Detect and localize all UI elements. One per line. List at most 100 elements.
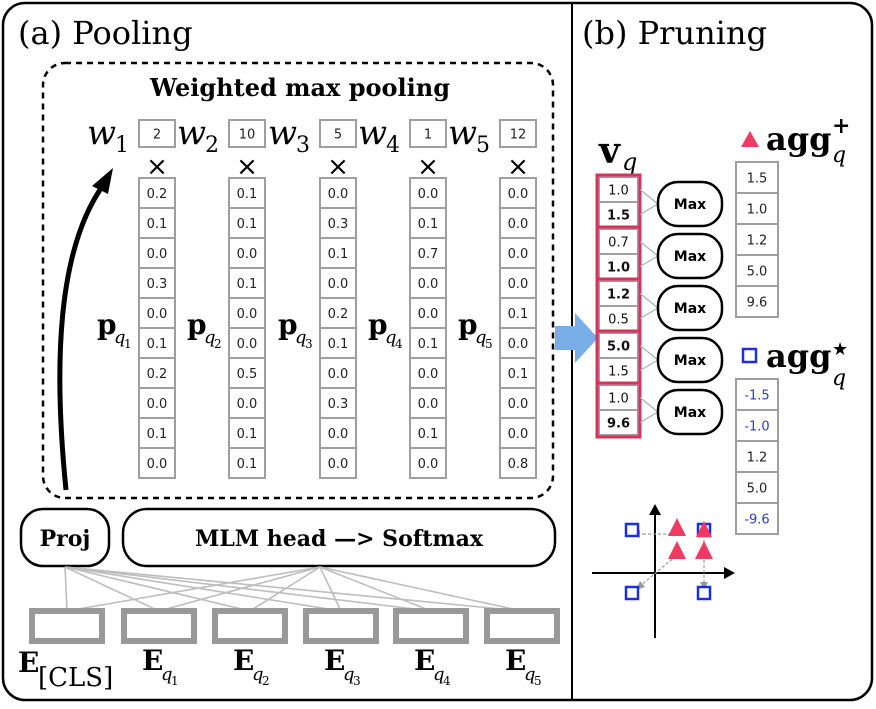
vq-cell-frame — [598, 384, 639, 411]
weight-box-3-value: 5 — [334, 128, 342, 143]
vq-cell-value: 0.5 — [608, 313, 629, 328]
embedding-box — [212, 608, 288, 644]
weight-subscript: 1 — [115, 133, 129, 158]
token-column-5: 0.00.00.00.00.10.00.10.00.00.8 — [499, 177, 537, 479]
embedding-subsubscript: 4 — [443, 674, 451, 688]
embedding-subscript: q — [433, 664, 445, 685]
prob-cell: 0.0 — [228, 327, 266, 359]
weight-symbol: w — [268, 113, 297, 153]
weight-box-5: 12 — [499, 119, 537, 148]
weight-label-5: w5 — [448, 113, 490, 158]
agg-plus-cell: 1.0 — [735, 192, 779, 225]
prob-cell: 0.1 — [138, 327, 176, 359]
prob-cell-value: 0.1 — [328, 247, 349, 262]
prob-cell-value: 0.0 — [508, 397, 529, 412]
token-column-1: 0.20.10.00.30.00.10.20.00.10.0 — [138, 177, 176, 479]
weight-label-3: w3 — [268, 113, 310, 158]
embedding-3: Eq3 — [303, 608, 379, 688]
prob-cell: 0.0 — [319, 447, 357, 479]
prob-cell-frame — [138, 447, 176, 479]
prob-cell: 0.0 — [499, 177, 537, 209]
agg-plus-cell: 1.2 — [735, 223, 779, 256]
prob-cell-frame — [499, 267, 537, 299]
embedding-subscript: q — [252, 664, 264, 685]
p-label-5: pq5 — [458, 308, 493, 351]
prob-cell-frame — [228, 237, 266, 269]
agg-plus-cell: 1.5 — [735, 161, 779, 194]
embedding-box — [121, 608, 197, 644]
mlm-link — [319, 566, 523, 612]
agg-plus-cell-frame — [735, 192, 779, 225]
vq-cell-value: 1.5 — [608, 365, 629, 380]
prob-cell: 0.1 — [228, 267, 266, 299]
embedding-subsubscript: 1 — [171, 674, 179, 688]
weighted-max-pooling-box — [41, 61, 555, 500]
prob-cell-frame — [499, 387, 537, 419]
vq-group-1: 1.01.5 — [595, 173, 642, 231]
square-marker-icon — [624, 585, 640, 601]
prob-cell-frame — [138, 297, 176, 329]
weight-box-2-frame — [228, 119, 266, 148]
prob-cell-frame — [499, 207, 537, 239]
max-label: Max — [674, 301, 706, 317]
prob-cell-value: 0.0 — [418, 307, 439, 322]
proj-to-weights-arrow — [57, 182, 107, 491]
prob-cell-value: 0.1 — [418, 427, 439, 442]
prob-cell-value: 0.3 — [328, 217, 349, 232]
prob-cell-value: 0.1 — [237, 427, 258, 442]
prob-cell: 0.1 — [228, 177, 266, 209]
prob-cell-value: 0.0 — [147, 247, 168, 262]
prob-cell-value: 0.3 — [147, 277, 168, 292]
max-node-2: Max — [639, 232, 724, 280]
proj-link — [64, 566, 160, 612]
plot-y-arrow-icon — [649, 504, 661, 515]
prob-cell-value: 0.2 — [147, 367, 168, 382]
agg-star-cell: 1.2 — [735, 440, 779, 473]
vq-group-highlight — [595, 381, 642, 439]
p-subsubscript: 2 — [214, 337, 222, 351]
agg-plus-cell: 9.6 — [735, 285, 779, 318]
prob-cell: 0.0 — [138, 387, 176, 419]
vq-cell-value: 9.6 — [607, 417, 630, 432]
prob-cell: 0.0 — [228, 387, 266, 419]
prob-cell-frame — [409, 447, 447, 479]
prob-cell-value: 0.0 — [147, 307, 168, 322]
prob-cell-value: 0.1 — [147, 337, 168, 352]
agg-star-cell-value: 5.0 — [747, 482, 768, 497]
embedding-symbol: E — [324, 644, 345, 677]
sign-flip-plot — [592, 504, 735, 638]
prob-cell: 0.1 — [409, 327, 447, 359]
square-legend-icon — [741, 347, 758, 364]
prob-cell-frame — [319, 327, 357, 359]
p-subsubscript: 4 — [395, 337, 403, 351]
prob-cell-frame — [499, 327, 537, 359]
prob-cell-value: 0.0 — [418, 187, 439, 202]
embedding-cls: E[CLS] — [18, 608, 113, 693]
embedding-symbol: E — [505, 644, 526, 677]
prob-cell-frame — [499, 357, 537, 389]
prob-cell-value: 0.0 — [237, 397, 258, 412]
prob-cell-value: 0.0 — [147, 397, 168, 412]
weight-box-2-value: 10 — [239, 128, 256, 143]
vq-cell-value: 1.0 — [608, 392, 629, 407]
prob-cell: 0.1 — [499, 357, 537, 389]
prob-cell-frame — [138, 387, 176, 419]
prob-cell-frame — [319, 357, 357, 389]
agg-star-superscript: ★ — [832, 339, 848, 360]
max-box — [656, 284, 724, 332]
p-subsubscript: 1 — [124, 337, 132, 351]
prob-cell-frame — [409, 207, 447, 239]
prob-cell: 0.0 — [138, 237, 176, 269]
weight-box-1-frame — [138, 119, 176, 148]
prob-cell: 0.0 — [409, 357, 447, 389]
weight-box-2: 10 — [228, 119, 266, 148]
token-column-4: 0.00.10.70.00.00.10.00.00.10.0 — [409, 177, 447, 479]
prob-cell-value: 0.0 — [418, 457, 439, 472]
prob-cell-value: 0.3 — [328, 397, 349, 412]
weight-label-4: w4 — [358, 113, 400, 158]
prob-cell: 0.0 — [319, 357, 357, 389]
weight-box-4-value: 1 — [424, 128, 432, 143]
